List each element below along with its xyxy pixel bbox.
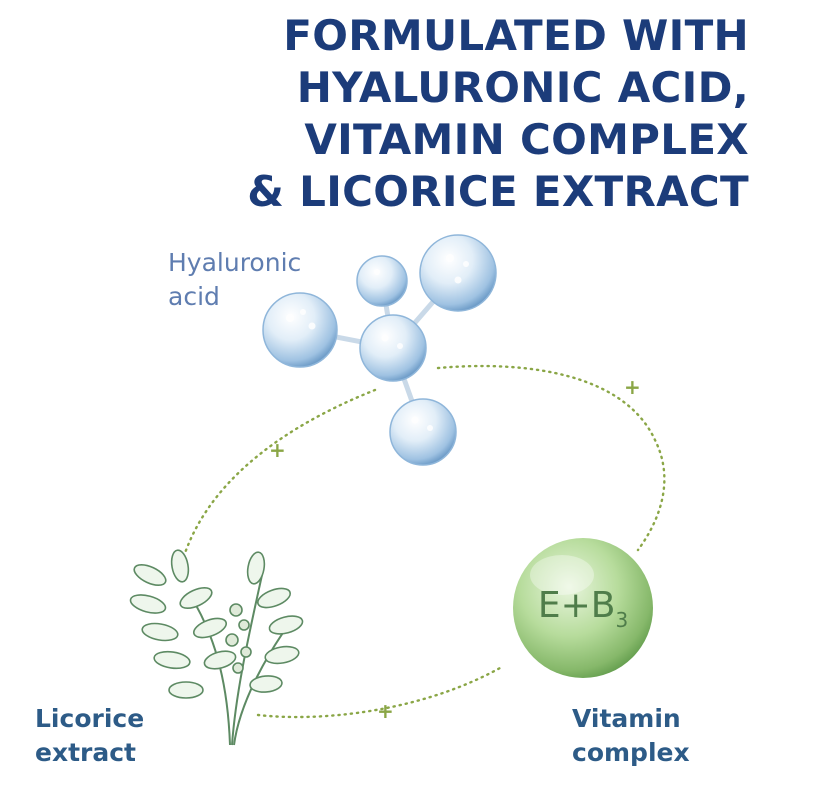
plus-icon: +	[624, 375, 641, 399]
headline-line-2: HYALURONIC ACID,	[296, 63, 749, 112]
headline-line-3: VITAMIN COMPLEX	[304, 115, 749, 164]
label-hyaluronic-line-1: Hyaluronic	[168, 248, 302, 277]
plus-icon: +	[377, 699, 394, 723]
vitamin-badge-subscript: 3	[615, 608, 629, 632]
vitamin-badge-main: E+B	[537, 585, 616, 626]
label-hyaluronic-line-2: acid	[168, 282, 220, 311]
plus-icon: +	[269, 438, 286, 462]
dotted-connector	[183, 364, 666, 719]
label-vitamin-line-1: Vitamin	[572, 704, 681, 733]
vitamin-badge: E+B3	[513, 584, 653, 642]
connector-bottom	[256, 666, 502, 719]
headline-line-1: FORMULATED WITH	[283, 11, 749, 60]
connector-top-right	[436, 364, 666, 552]
label-licorice-extract: Licorice extract	[35, 702, 144, 770]
label-hyaluronic-acid: Hyaluronic acid	[168, 246, 301, 314]
vitamin-sphere-icon	[513, 538, 653, 678]
headline-line-4: & LICORICE EXTRACT	[247, 167, 749, 216]
label-licorice-line-1: Licorice	[35, 704, 145, 733]
hyaluronic-molecule-icon	[262, 234, 497, 466]
label-vitamin-complex: Vitamin complex	[572, 702, 690, 770]
label-vitamin-line-2: complex	[572, 738, 690, 767]
connector-left	[183, 388, 377, 555]
label-licorice-line-2: extract	[35, 738, 137, 767]
licorice-plant-icon	[129, 549, 304, 746]
headline: FORMULATED WITH HYALURONIC ACID, VITAMIN…	[247, 10, 749, 218]
